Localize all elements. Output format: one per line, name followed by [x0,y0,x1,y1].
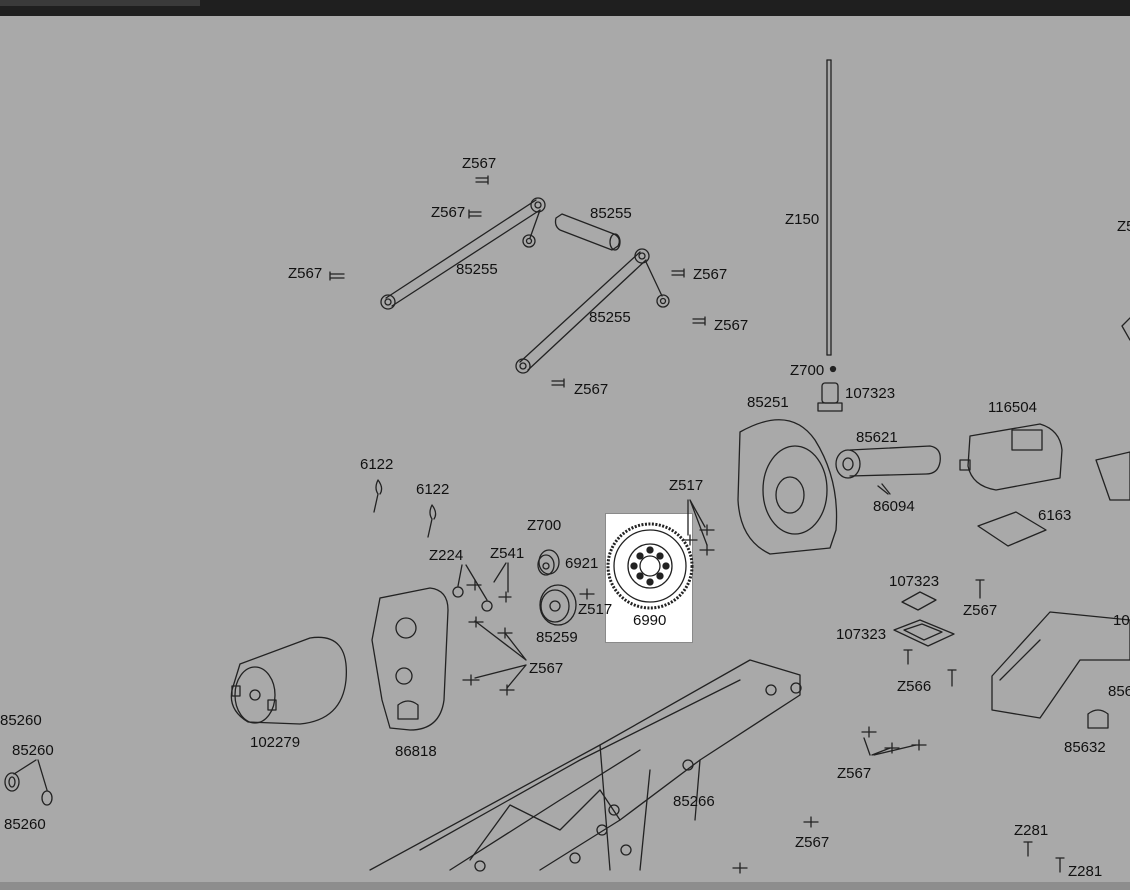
part-label: 85260 [4,816,46,833]
part-label: 85632 [1064,739,1106,756]
part-label: Z541 [490,545,525,562]
part-label: Z224 [429,547,464,564]
part-label: Z567 [462,155,497,172]
edge-parts [1095,317,1130,501]
spur-gear-6990 [606,522,694,610]
link-arm-left [380,197,546,310]
part-label: 116504 [988,399,1037,416]
bottom-bar [0,882,1130,890]
spacer-tube [554,213,621,251]
link-arm-right [515,248,670,374]
part-label: 85260 [0,712,42,729]
part-label: 86094 [873,498,915,515]
part-label: 85259 [536,629,578,646]
screws [329,175,1065,874]
motor [230,636,347,725]
top-bar-shade [0,0,200,6]
part-label: Z567 [837,765,872,782]
part-label: Z567 [795,834,830,851]
part-label: Z566 [897,678,932,695]
chassis-frame [369,659,802,872]
part-label: Z567 [693,266,728,283]
rod-z150 [826,59,832,356]
part-label: Z517 [578,601,613,618]
part-label: Z567 [529,660,564,677]
part-label: 6122 [360,456,394,473]
motor-plate [371,587,449,731]
leader-lines [13,499,917,791]
part-label: 85255 [589,309,631,326]
washers [4,586,493,806]
receiver-box [959,423,1063,491]
part-label: 85621 [856,429,898,446]
part-label: 86818 [395,743,437,760]
diagram-drawing [4,59,1130,874]
part-label: 107323 [845,385,896,402]
part-label: 107323 [836,626,887,643]
part-label: Z700 [790,362,825,379]
part-label: Z700 [527,517,562,534]
bracket-107323-top [817,365,843,412]
part-label: Z517 [669,477,704,494]
gear-85259 [539,584,577,626]
part-label: 102279 [250,734,301,751]
part-label: 10 [1113,612,1130,629]
pad [977,511,1047,547]
part-label: 6122 [416,481,450,498]
bracket-107323-lower [893,591,955,647]
part-label: Z567 [714,317,749,334]
part-label: Z150 [785,211,820,228]
part-label: Z567 [288,265,323,282]
part-label: Z281 [1014,822,1049,839]
highlighted-part-label[interactable]: 6990 [633,612,667,629]
pinion-gear [537,549,560,576]
part-label: 107323 [889,573,940,590]
part-label: 856 [1108,683,1130,700]
part-label: Z567 [963,602,998,619]
part-label: Z281 [1068,863,1103,880]
part-label: Z5 [1117,218,1130,235]
exploded-diagram-canvas: Z567 Z567 85255 Z567 85255 Z567 85255 Z5… [0,16,1130,882]
part-label: 85255 [590,205,632,222]
r-clips [373,479,437,538]
drive-tube [835,445,941,479]
top-bar [0,0,1130,16]
part-label: 85260 [12,742,54,759]
part-label: 85251 [747,394,789,411]
part-label: 6921 [565,555,599,572]
part-label: Z567 [574,381,609,398]
right-bracket [991,611,1130,729]
part-label: 85255 [456,261,498,278]
part-label: Z567 [431,204,466,221]
part-label: 6163 [1038,507,1072,524]
part-label: 85266 [673,793,715,810]
gear-cover [737,419,838,555]
